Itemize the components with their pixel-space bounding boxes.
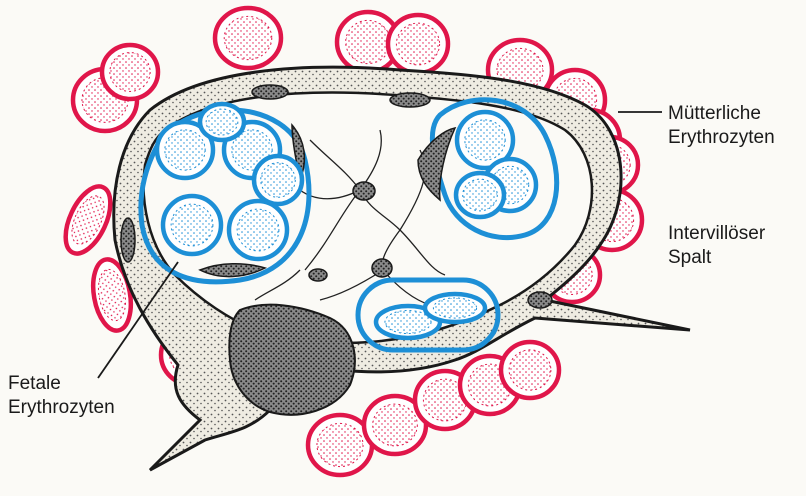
fetal-erythrocyte <box>163 196 221 254</box>
maternal-erythrocyte <box>215 8 281 68</box>
fetal-erythrocyte <box>425 294 485 322</box>
fibroblast-nucleus <box>309 269 327 281</box>
fibroblast-nucleus <box>353 182 375 200</box>
label-intervillous-line1: Intervillöser <box>668 222 765 246</box>
syncytial-nucleus <box>390 93 430 107</box>
label-fetal-erythrocytes: Fetale Erythrozyten <box>8 372 115 420</box>
maternal-erythrocyte <box>56 180 119 260</box>
fetal-erythrocyte <box>200 104 244 140</box>
syncytial-nucleus <box>121 218 135 262</box>
label-maternal-line2: Erythrozyten <box>668 126 775 150</box>
label-maternal-erythrocytes: Mütterliche Erythrozyten <box>668 102 775 150</box>
maternal-erythrocyte <box>102 45 158 99</box>
label-fetal-line1: Fetale <box>8 372 115 396</box>
maternal-erythrocyte <box>388 15 448 73</box>
syncytial-nucleus <box>252 85 288 99</box>
label-intervillous-line2: Spalt <box>668 246 765 270</box>
fetal-erythrocyte <box>254 156 302 204</box>
fetal-erythrocyte <box>229 201 287 259</box>
nuclei-cluster <box>229 305 355 415</box>
maternal-erythrocyte <box>501 342 559 398</box>
label-fetal-line2: Erythrozyten <box>8 396 115 420</box>
label-maternal-line1: Mütterliche <box>668 102 775 126</box>
fibroblast-nucleus <box>372 259 392 277</box>
fetal-erythrocyte <box>456 173 504 217</box>
syncytial-nucleus <box>528 292 552 308</box>
label-intervillous-space: Intervillöser Spalt <box>668 222 765 270</box>
